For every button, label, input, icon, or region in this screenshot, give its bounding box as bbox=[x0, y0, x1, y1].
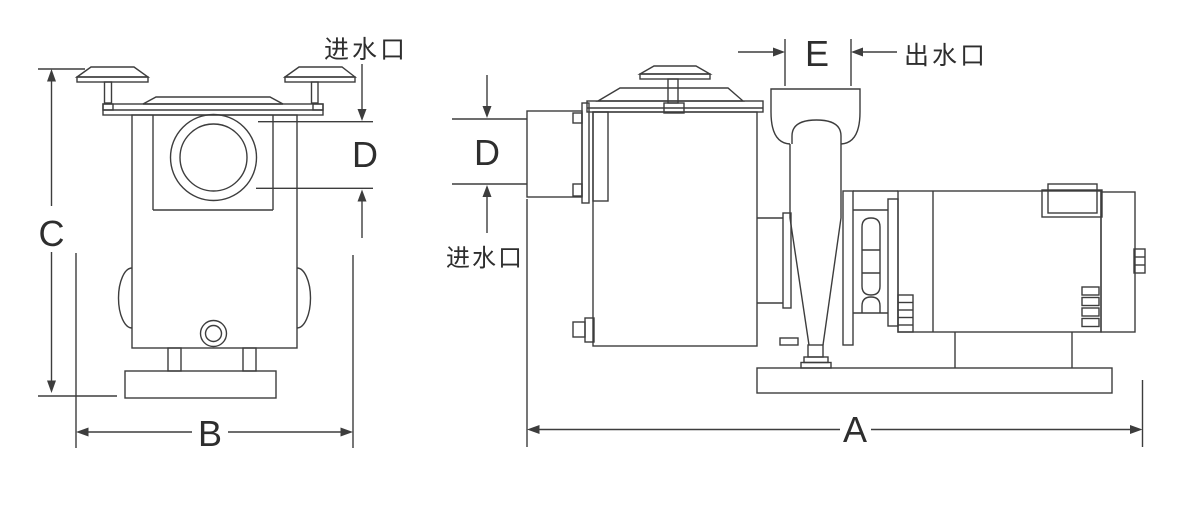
base-plate bbox=[124, 370, 277, 399]
shaft-stub bbox=[1133, 248, 1146, 274]
drain-plug-inner bbox=[204, 324, 223, 343]
side-arrowheads bbox=[482, 47, 1143, 434]
funnel-wall-right bbox=[822, 144, 842, 346]
lid-tab-left bbox=[102, 103, 114, 111]
arrow-a-left bbox=[527, 425, 540, 434]
vent-slot4 bbox=[1081, 317, 1100, 328]
motor-rear-cap bbox=[1100, 191, 1136, 333]
side-knob-stem bbox=[667, 78, 679, 104]
arrow-e-right bbox=[851, 47, 863, 57]
front-view-outline bbox=[74, 66, 358, 399]
funnel-foot-pad bbox=[800, 361, 832, 369]
knob-left-rim bbox=[76, 76, 149, 83]
arrow-d-side-down bbox=[482, 106, 492, 118]
side-bulge-right bbox=[296, 267, 312, 329]
dim-b-label: B bbox=[198, 413, 222, 454]
funnel-wall-left bbox=[789, 144, 810, 346]
terminal-box-outer bbox=[1041, 189, 1103, 218]
drain-plug-outer bbox=[199, 319, 228, 348]
arrow-b-right bbox=[340, 427, 353, 437]
motor-housing bbox=[897, 190, 1102, 333]
arrow-b-left bbox=[76, 427, 89, 437]
side-outlet-label: 出水口 bbox=[904, 42, 988, 70]
knob-right-rim bbox=[284, 76, 356, 83]
funnel-foot-flare bbox=[803, 356, 829, 364]
arrow-d-down bbox=[357, 109, 367, 121]
side-lid-dome bbox=[595, 87, 745, 102]
outlet-dome bbox=[791, 119, 842, 144]
side-base-plate bbox=[756, 367, 1113, 394]
funnel-foot-stem bbox=[807, 344, 824, 358]
strainer-tank bbox=[592, 111, 758, 347]
arrow-c-down bbox=[47, 380, 56, 393]
terminal-box-inner bbox=[1047, 183, 1098, 214]
knob-left-stem bbox=[103, 81, 113, 104]
dim-c-label: C bbox=[39, 213, 65, 254]
front-view: 进水口 C B D bbox=[38, 36, 408, 454]
dim-e-label: E bbox=[805, 33, 829, 74]
outlet-flange bbox=[770, 88, 861, 145]
front-arrowheads bbox=[47, 69, 367, 437]
knob-right-cap bbox=[282, 66, 358, 78]
arrow-d-side-up bbox=[482, 185, 492, 197]
leg-right bbox=[242, 347, 257, 372]
side-knob-rim bbox=[639, 73, 711, 80]
lid-dome bbox=[142, 96, 284, 105]
inlet-port-outer bbox=[169, 113, 258, 202]
side-dimensions bbox=[452, 39, 1144, 447]
coupling-slot bbox=[861, 217, 881, 296]
side-inlet-label: 进水口 bbox=[446, 245, 524, 272]
vent-slot1 bbox=[1081, 286, 1100, 296]
arrow-a-right bbox=[1130, 425, 1143, 434]
inlet-port-inner bbox=[179, 123, 248, 192]
ribbed-block bbox=[897, 294, 914, 333]
inlet-tab-bottom bbox=[572, 183, 583, 197]
side-view-outline bbox=[526, 65, 1146, 394]
tank-plug-flange bbox=[584, 317, 595, 343]
dim-d-front-label: D bbox=[352, 134, 378, 175]
vent-slot2 bbox=[1081, 296, 1100, 307]
leg-left bbox=[167, 347, 182, 372]
arrow-e-left bbox=[773, 47, 785, 57]
dim-a-label: A bbox=[843, 409, 867, 450]
front-dimensions bbox=[38, 64, 373, 448]
side-knob-nut bbox=[663, 102, 685, 114]
arrow-d-up bbox=[357, 189, 367, 202]
side-knob-cap bbox=[637, 65, 713, 75]
side-bulge-left bbox=[117, 267, 133, 329]
tank-strip bbox=[592, 111, 609, 202]
arrow-c-up bbox=[47, 69, 56, 82]
coupling-arch bbox=[861, 296, 881, 313]
side-view: 进水口 出水口 D E A bbox=[446, 33, 1146, 450]
pump-body bbox=[131, 114, 298, 349]
knob-left-cap bbox=[74, 66, 151, 78]
casing-plate bbox=[842, 190, 854, 346]
front-inlet-label: 进水口 bbox=[324, 36, 408, 64]
dim-d-side-label: D bbox=[474, 132, 500, 173]
funnel-tab bbox=[779, 337, 799, 346]
tank-plug-small bbox=[572, 321, 586, 338]
inlet-tab-top bbox=[572, 112, 583, 124]
lid-tab-right bbox=[312, 103, 324, 111]
bracket-plate bbox=[782, 212, 792, 309]
knob-right-stem bbox=[310, 81, 319, 104]
inlet-flange-plate bbox=[581, 102, 590, 204]
motor-front-plate bbox=[887, 198, 899, 327]
vent-slot3 bbox=[1081, 307, 1100, 317]
